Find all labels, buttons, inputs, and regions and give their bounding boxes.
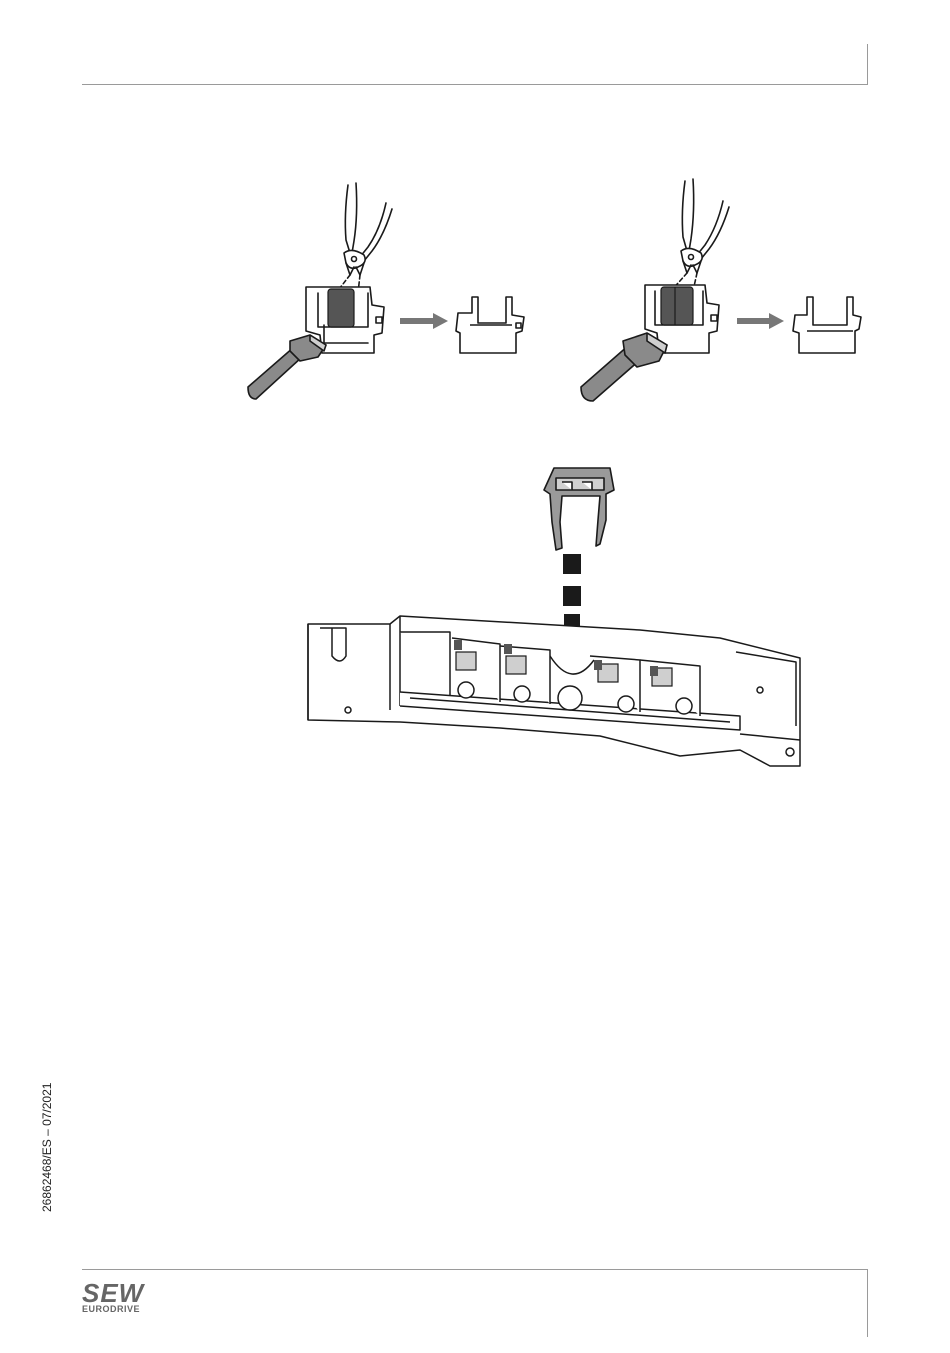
footer-side-rule (867, 1269, 868, 1337)
pliers-cutting-clip-icon (575, 175, 885, 410)
logo-sub-text: EURODRIVE (82, 1304, 162, 1314)
logo-main-text: SEW (82, 1282, 162, 1304)
document-code: 26862468/ES – 07/2021 (40, 1083, 54, 1212)
footer-rule (82, 1269, 868, 1270)
header-rule (82, 84, 868, 85)
clip-insertion-terminal-icon (300, 460, 810, 770)
pliers-cutting-clip-icon (240, 175, 550, 410)
sew-eurodrive-logo: SEW EURODRIVE (82, 1282, 162, 1314)
header-side-rule (867, 44, 868, 85)
